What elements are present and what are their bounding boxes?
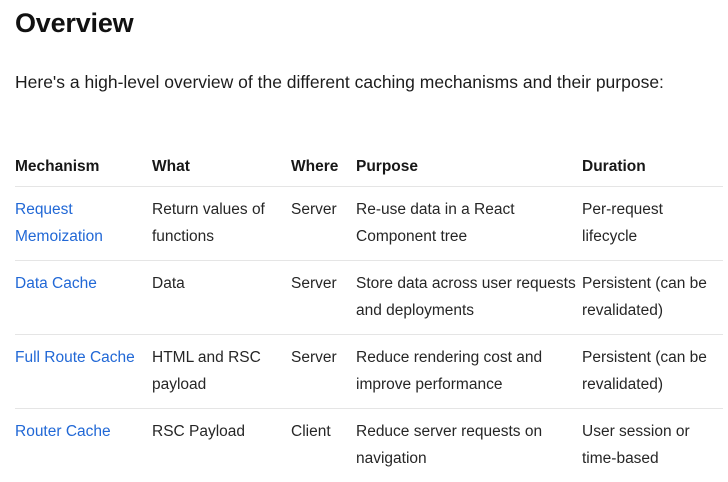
what-cell: RSC Payload xyxy=(152,409,291,482)
where-cell: Server xyxy=(291,187,356,261)
page-title: Overview xyxy=(15,5,133,41)
where-cell: Server xyxy=(291,335,356,409)
table-row: Data Cache Data Server Store data across… xyxy=(15,261,723,335)
purpose-cell: Store data across user requests and depl… xyxy=(356,261,582,335)
mechanism-link-request-memoization[interactable]: Request Memoization xyxy=(15,201,103,245)
purpose-cell: Reduce rendering cost and improve perfor… xyxy=(356,335,582,409)
header-duration: Duration xyxy=(582,148,723,187)
mechanism-cell: Full Route Cache xyxy=(15,335,152,409)
mechanism-link-full-route-cache[interactable]: Full Route Cache xyxy=(15,349,135,366)
caching-mechanisms-table: Mechanism What Where Purpose Duration Re… xyxy=(15,148,723,482)
header-purpose: Purpose xyxy=(356,148,582,187)
mechanism-link-router-cache[interactable]: Router Cache xyxy=(15,423,111,440)
mechanism-cell: Router Cache xyxy=(15,409,152,482)
purpose-cell: Re-use data in a React Component tree xyxy=(356,187,582,261)
header-what: What xyxy=(152,148,291,187)
mechanism-link-data-cache[interactable]: Data Cache xyxy=(15,275,97,292)
what-cell: HTML and RSC payload xyxy=(152,335,291,409)
where-cell: Server xyxy=(291,261,356,335)
header-mechanism: Mechanism xyxy=(15,148,152,187)
mechanism-cell: Request Memoization xyxy=(15,187,152,261)
duration-cell: Persistent (can be revalidated) xyxy=(582,335,723,409)
duration-cell: User session or time-based xyxy=(582,409,723,482)
table-row: Full Route Cache HTML and RSC payload Se… xyxy=(15,335,723,409)
header-where: Where xyxy=(291,148,356,187)
where-cell: Client xyxy=(291,409,356,482)
purpose-cell: Reduce server requests on navigation xyxy=(356,409,582,482)
table-header-row: Mechanism What Where Purpose Duration xyxy=(15,148,723,187)
duration-cell: Persistent (can be revalidated) xyxy=(582,261,723,335)
duration-cell: Per-request lifecycle xyxy=(582,187,723,261)
table-row: Request Memoization Return values of fun… xyxy=(15,187,723,261)
what-cell: Return values of functions xyxy=(152,187,291,261)
mechanism-cell: Data Cache xyxy=(15,261,152,335)
intro-paragraph: Here's a high-level overview of the diff… xyxy=(15,70,664,94)
what-cell: Data xyxy=(152,261,291,335)
table-row: Router Cache RSC Payload Client Reduce s… xyxy=(15,409,723,482)
